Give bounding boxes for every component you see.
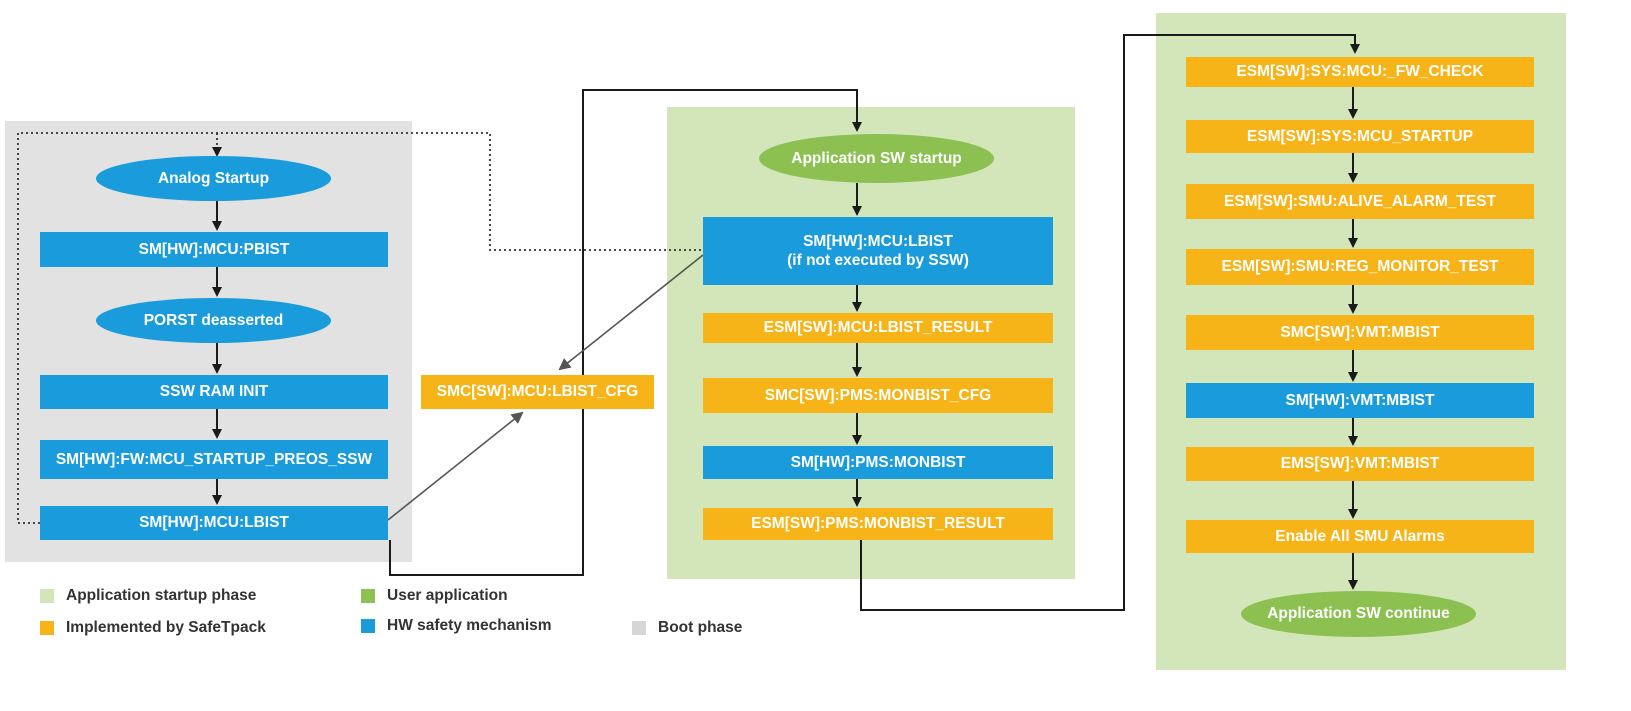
dotted-feedback-loop <box>17 132 703 524</box>
monbist-result-node: ESM[SW]:PMS:MONBIST_RESULT <box>703 508 1053 540</box>
boot-lbist-node: SM[HW]:MCU:LBIST <box>40 506 388 540</box>
legend-boot-phase: Boot phase <box>632 619 742 637</box>
reg-monitor-node: ESM[SW]:SMU:REG_MONITOR_TEST <box>1186 249 1534 285</box>
app-lbist-label-line1: SM[HW]:MCU:LBIST <box>803 232 953 250</box>
lbist-cfg-node: SMC[SW]:MCU:LBIST_CFG <box>421 375 654 409</box>
alive-alarm-label: ESM[SW]:SMU:ALIVE_ALARM_TEST <box>1223 192 1497 210</box>
legend-safetpack-label: Implemented by SafeTpack <box>66 619 266 636</box>
pbist-label: SM[HW]:MCU:PBIST <box>138 240 290 258</box>
app-lbist-label-line2: (if not executed by SSW) <box>787 252 969 269</box>
monbist-label: SM[HW]:PMS:MONBIST <box>790 453 966 471</box>
monbist-cfg-node: SMC[SW]:PMS:MONBIST_CFG <box>703 378 1053 413</box>
alive-alarm-node: ESM[SW]:SMU:ALIVE_ALARM_TEST <box>1186 184 1534 219</box>
smc-vmt-label: SMC[SW]:VMT:MBIST <box>1280 323 1440 341</box>
app-sw-startup-label: Application SW startup <box>791 149 962 167</box>
enable-alarms-label: Enable All SMU Alarms <box>1275 527 1445 545</box>
fw-startup-node: SM[HW]:FW:MCU_STARTUP_PREOS_SSW <box>40 440 388 479</box>
monbist-result-label: ESM[SW]:PMS:MONBIST_RESULT <box>751 515 1005 533</box>
legend-swatch-safetpack <box>40 621 54 635</box>
legend-hw-safety-label: HW safety mechanism <box>387 617 552 634</box>
connector-app-to-right <box>860 34 1360 611</box>
legend-swatch-startup <box>40 589 54 603</box>
arrow-app-lbist-to-cfg <box>558 254 704 371</box>
porst-label: PORST deasserted <box>143 311 284 329</box>
monbist-node: SM[HW]:PMS:MONBIST <box>703 446 1053 479</box>
connector-boot-to-app <box>389 89 862 576</box>
mcu-startup-node: ESM[SW]:SYS:MCU_STARTUP <box>1186 120 1534 153</box>
legend-startup-phase: Application startup phase <box>40 587 256 605</box>
mcu-startup-label: ESM[SW]:SYS:MCU_STARTUP <box>1246 127 1474 145</box>
lbist-result-label: ESM[SW]:MCU:LBIST_RESULT <box>763 319 993 337</box>
lbist-result-node: ESM[SW]:MCU:LBIST_RESULT <box>703 313 1053 343</box>
legend-hw-safety: HW safety mechanism <box>361 617 552 635</box>
legend-swatch-boot <box>632 621 646 635</box>
legend-safetpack: Implemented by SafeTpack <box>40 619 266 637</box>
sm-vmt-node: SM[HW]:VMT:MBIST <box>1186 383 1534 418</box>
ssw-ram-init-label: SSW RAM INIT <box>159 383 269 401</box>
legend-user-app-label: User application <box>387 587 508 604</box>
pbist-node: SM[HW]:MCU:PBIST <box>40 232 388 267</box>
smc-vmt-node: SMC[SW]:VMT:MBIST <box>1186 315 1534 350</box>
legend-user-app: User application <box>361 587 508 605</box>
legend-swatch-user-app <box>361 589 375 603</box>
fw-check-node: ESM[SW]:SYS:MCU:_FW_CHECK <box>1186 57 1534 87</box>
legend-boot-phase-label: Boot phase <box>658 619 743 636</box>
fw-startup-label: SM[HW]:FW:MCU_STARTUP_PREOS_SSW <box>55 450 373 468</box>
fw-check-label: ESM[SW]:SYS:MCU:_FW_CHECK <box>1236 63 1484 81</box>
startup-phase-panel <box>667 107 1075 579</box>
ems-vmt-node: EMS[SW]:VMT:MBIST <box>1186 447 1534 481</box>
sm-vmt-label: SM[HW]:VMT:MBIST <box>1285 391 1435 409</box>
analog-startup-node: Analog Startup <box>96 156 331 201</box>
analog-startup-label: Analog Startup <box>157 169 270 187</box>
legend-startup-phase-label: Application startup phase <box>66 587 257 604</box>
app-sw-continue-label: Application SW continue <box>1267 605 1450 623</box>
ssw-ram-init-node: SSW RAM INIT <box>40 375 388 409</box>
porst-node: PORST deasserted <box>96 298 331 343</box>
monbist-cfg-label: SMC[SW]:PMS:MONBIST_CFG <box>764 386 992 404</box>
reg-monitor-label: ESM[SW]:SMU:REG_MONITOR_TEST <box>1221 258 1499 276</box>
app-sw-startup-node: Application SW startup <box>759 134 994 183</box>
lbist-cfg-label: SMC[SW]:MCU:LBIST_CFG <box>436 383 639 401</box>
app-lbist-node: SM[HW]:MCU:LBIST (if not executed by SSW… <box>703 217 1053 285</box>
arrow-lbist-to-cfg <box>387 411 524 521</box>
app-sw-continue-node: Application SW continue <box>1241 591 1476 637</box>
enable-alarms-node: Enable All SMU Alarms <box>1186 520 1534 553</box>
ems-vmt-label: EMS[SW]:VMT:MBIST <box>1280 455 1440 473</box>
legend-swatch-hw-safety <box>361 619 375 633</box>
boot-lbist-label: SM[HW]:MCU:LBIST <box>139 514 289 532</box>
